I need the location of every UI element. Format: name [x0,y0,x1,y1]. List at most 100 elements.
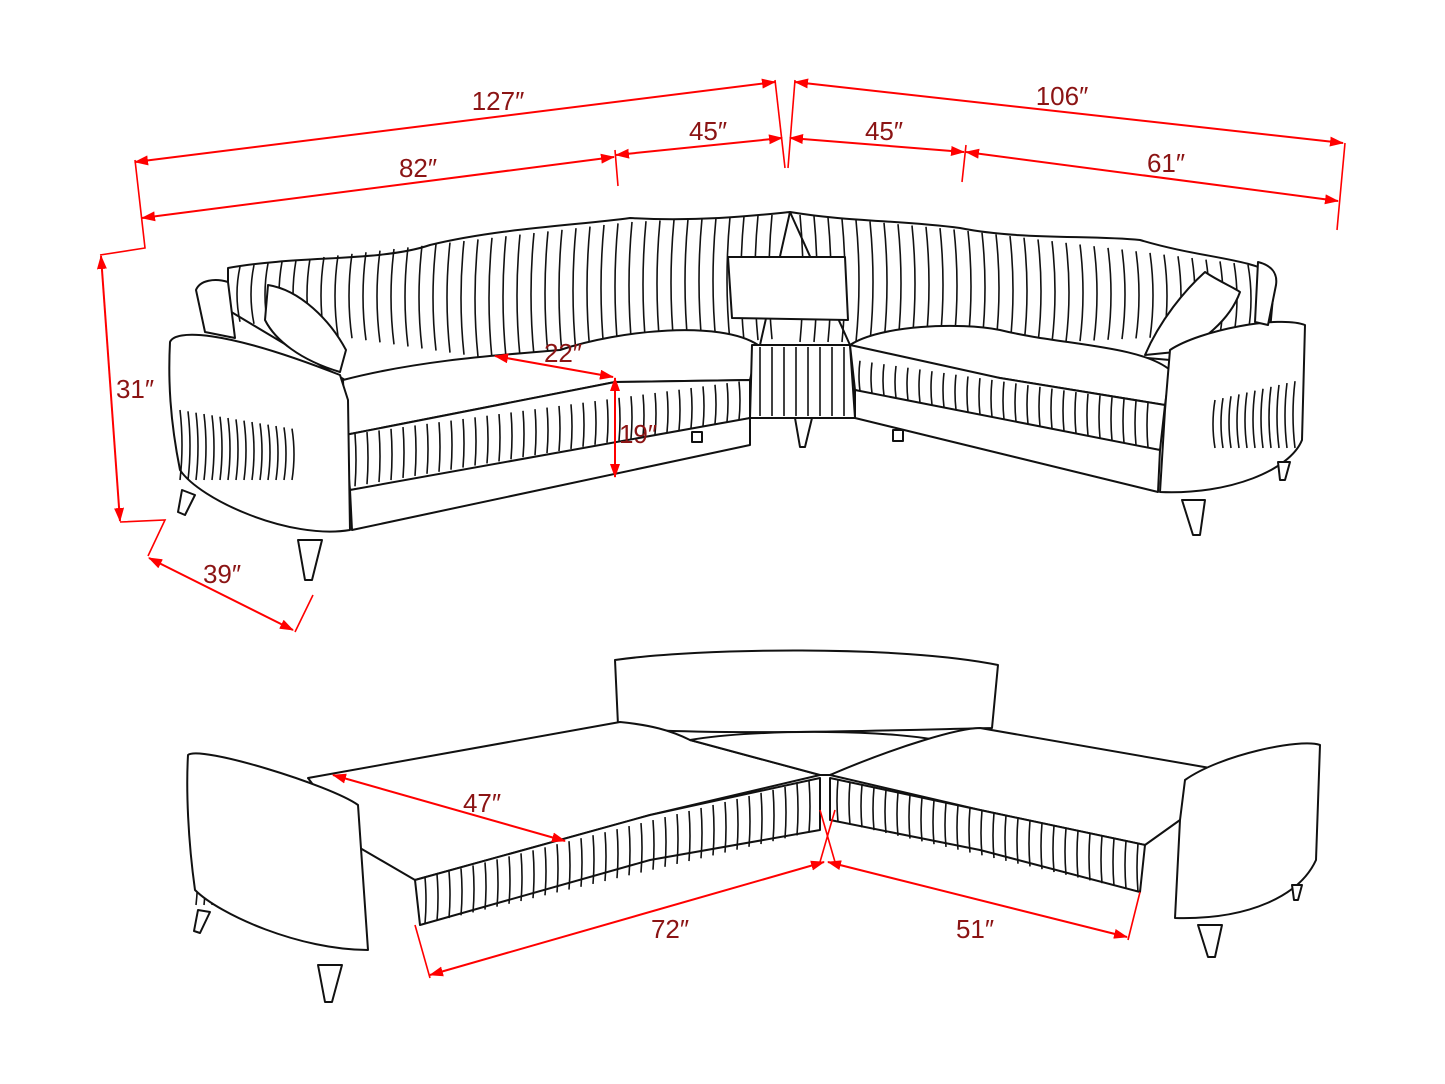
stripe [530,232,535,356]
stripe [259,423,263,481]
leg [297,539,323,581]
stripe [291,428,295,481]
right-base [854,389,1161,493]
stripe [954,374,957,410]
stripe [235,419,239,481]
stripe [772,789,775,842]
stripe [1268,386,1272,449]
leg [1277,461,1291,481]
dimension-45-right [789,134,965,156]
stripe [432,244,437,351]
stripe [1037,239,1042,344]
stripe [980,810,983,856]
stripe [956,805,959,850]
right-seat [849,324,1171,406]
stripe [1065,242,1070,342]
stripe [1146,402,1149,448]
bed-right-arm [1174,742,1321,920]
stripe [1014,383,1017,422]
stripe [227,417,231,481]
stripe [488,237,493,359]
stripe [630,396,633,439]
stripe [836,779,839,822]
stripe [688,810,691,862]
stripe [808,780,811,833]
stripe [1086,393,1089,436]
stripe [1122,398,1125,443]
stripe [726,383,729,423]
right-backrest [789,211,1276,361]
stripe [404,247,409,347]
stripe [424,877,427,924]
stripe [474,417,477,466]
stripe [1098,395,1101,439]
stripe [1220,397,1224,449]
stripe [736,798,739,850]
stripe [666,391,669,433]
stripe [870,362,873,394]
stripe [546,407,549,454]
stripe [796,783,799,836]
stripe [894,365,897,399]
stripe [534,409,537,456]
stripe [1093,246,1098,341]
stripe [1051,241,1056,343]
stripe [676,813,679,865]
center-pillow [727,256,849,321]
stripe [418,245,423,349]
label-19: 19″ [619,419,657,449]
stripe [572,228,577,353]
stripe [760,792,763,845]
dimension-72 [429,860,825,977]
stripe [726,216,731,343]
stripe [968,807,971,853]
stripe [1038,386,1041,427]
label-51: 51″ [956,914,994,944]
stripe [390,428,393,481]
stripe [498,414,501,462]
leg [691,431,703,443]
stripe [502,236,507,358]
label-39: 39″ [203,559,241,589]
leg [177,489,196,516]
leg [1197,924,1223,958]
stripe [1107,247,1112,340]
stripe [236,266,241,322]
extension-line [961,144,967,183]
stripe [1002,381,1005,420]
stripe [362,252,367,341]
stripe [450,420,453,470]
stripe [908,794,911,839]
stripe [586,226,591,352]
stripe [860,784,863,828]
leg [317,964,343,1003]
stripe [882,364,885,396]
dimension-127 [134,78,776,166]
leg [794,417,813,448]
stripe [1134,400,1137,446]
corner-seat-front [749,344,856,419]
leg [193,909,211,934]
stripe [1135,251,1140,339]
stripe [390,248,395,345]
stripe [522,410,525,458]
stripe [966,376,969,413]
left-seat [342,329,759,436]
stripe [872,787,875,831]
stripe [1149,252,1154,338]
stripe [558,405,561,452]
stripe [690,387,693,429]
stripe [1121,249,1126,340]
stripe [1062,390,1065,432]
stripe [1026,385,1029,425]
label-82: 82″ [399,153,437,183]
stripe [378,430,381,483]
extension-line [774,79,786,169]
extension-line [119,519,167,557]
stripe [944,802,947,848]
stripe [267,424,271,481]
stripe [366,431,369,485]
stripe [748,795,751,847]
stripe [348,253,353,339]
stripe [594,400,597,445]
